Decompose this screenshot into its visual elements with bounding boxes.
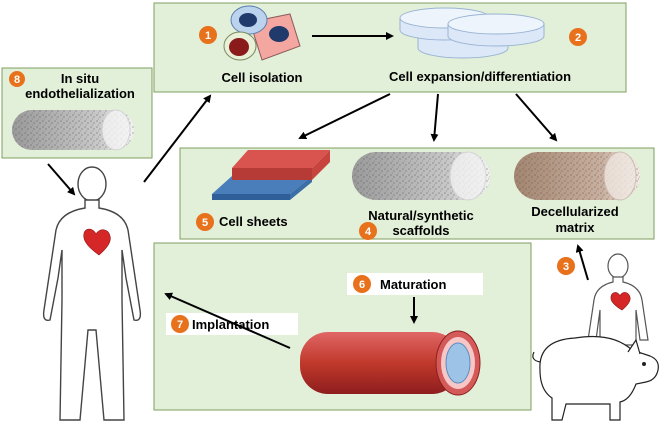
decellularized-matrix-tube bbox=[514, 151, 640, 201]
arrow-to-decellularized bbox=[515, 93, 558, 142]
maturation-label-box bbox=[347, 273, 483, 295]
cell-sheets-illustration bbox=[212, 150, 330, 200]
step-badge-4: 4 bbox=[359, 222, 377, 240]
step-badge-5: 5 bbox=[196, 213, 214, 231]
step-badge-7-number: 7 bbox=[177, 319, 183, 331]
engineered-vessel-illustration bbox=[300, 330, 481, 396]
in-situ-label-line1: In situ bbox=[61, 71, 99, 86]
step-badge-2-number: 2 bbox=[575, 32, 581, 44]
cell-expansion-label: Cell expansion/differentiation bbox=[389, 69, 571, 84]
synthetic-scaffold-tube bbox=[352, 151, 490, 201]
step-badge-1: 1 bbox=[199, 26, 217, 44]
step-badge-4-number: 4 bbox=[365, 226, 372, 238]
step-badge-6: 6 bbox=[353, 275, 371, 293]
scaffolds-label-line1: Natural/synthetic bbox=[368, 208, 473, 223]
step-badge-3: 3 bbox=[557, 257, 575, 275]
scaffolds-label-line2: scaffolds bbox=[392, 223, 449, 238]
patient-heart-icon bbox=[83, 228, 111, 256]
arrow-patient-to-isolation bbox=[143, 94, 212, 183]
cell-sheets-label: Cell sheets bbox=[219, 214, 288, 229]
pig-illustration bbox=[532, 335, 659, 421]
step-badge-1-number: 1 bbox=[205, 30, 211, 42]
in-situ-scaffold-tube bbox=[12, 109, 134, 151]
cell-isolation-label: Cell isolation bbox=[222, 70, 303, 85]
step-badge-2: 2 bbox=[569, 28, 587, 46]
step-badge-8-number: 8 bbox=[14, 74, 20, 86]
implantation-label: Implantation bbox=[192, 317, 269, 332]
arrow-to-cell-sheets bbox=[298, 93, 391, 139]
petri-dishes-illustration bbox=[399, 7, 545, 59]
step-badge-6-number: 6 bbox=[359, 279, 365, 291]
step-badge-3-number: 3 bbox=[563, 261, 569, 273]
arrow-in-situ-to-patient bbox=[47, 163, 76, 196]
arrow-implantation-to-patient bbox=[164, 292, 291, 349]
patient-human-outline bbox=[42, 166, 142, 421]
arrow-donor-to-matrix bbox=[575, 244, 589, 281]
implantation-label-box bbox=[166, 313, 298, 335]
donor-heart-icon bbox=[610, 292, 631, 311]
step-badge-7: 7 bbox=[171, 315, 189, 333]
arrow-to-scaffolds bbox=[430, 93, 439, 142]
decellularized-label-line1: Decellularized bbox=[531, 204, 618, 219]
decellularized-label-line2: matrix bbox=[555, 220, 595, 235]
isolated-cells-illustration bbox=[223, 5, 301, 61]
step-badge-8: 8 bbox=[9, 71, 25, 87]
donor-human-outline bbox=[587, 253, 649, 346]
in-situ-label-line2: endothelialization bbox=[25, 86, 135, 101]
step-badge-5-number: 5 bbox=[202, 217, 208, 229]
maturation-label: Maturation bbox=[380, 277, 447, 292]
